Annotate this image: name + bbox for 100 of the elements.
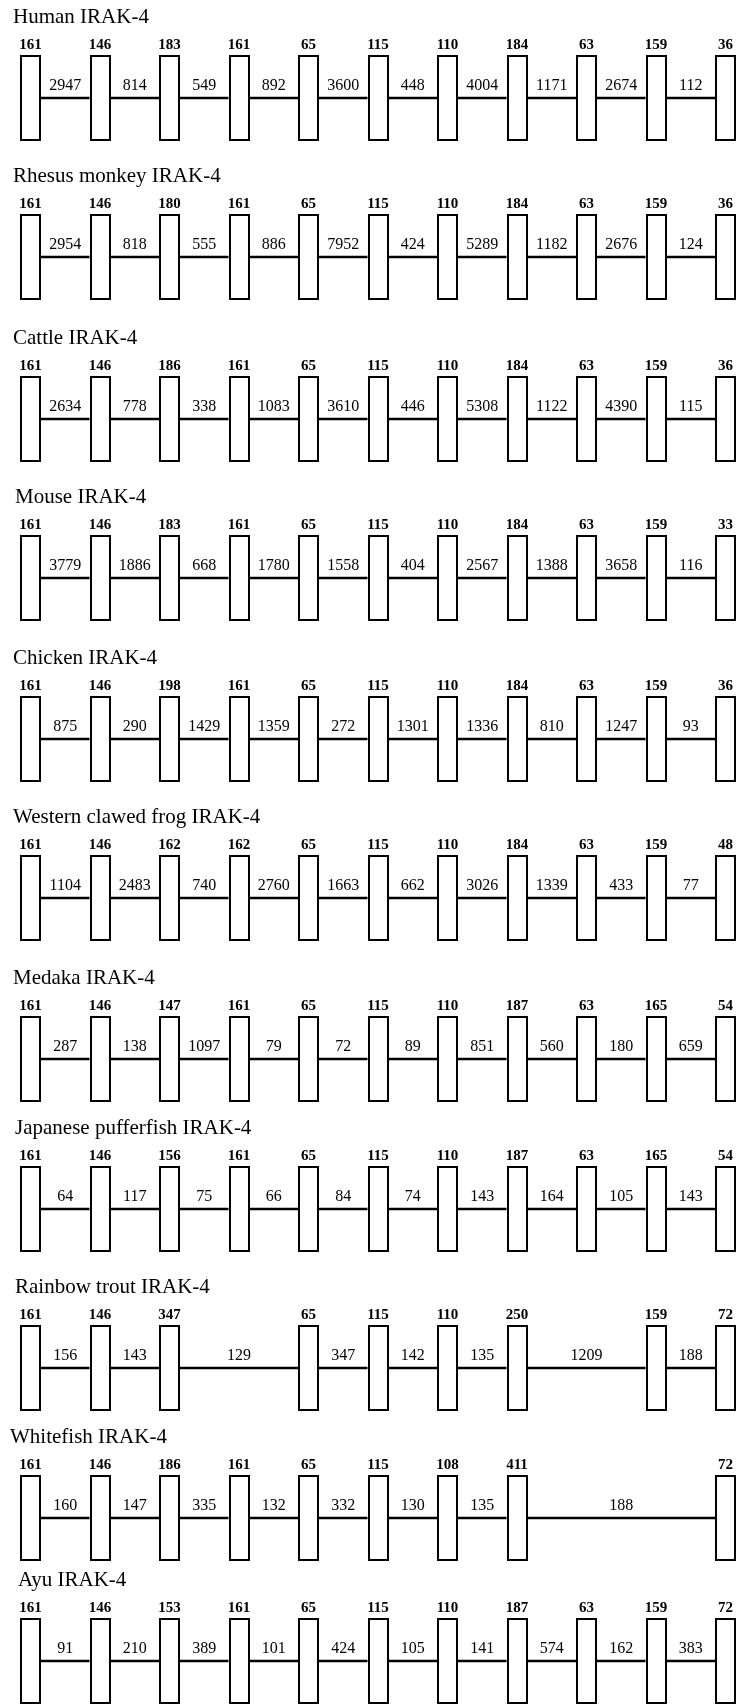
intron-line: [527, 1659, 576, 1663]
exon-length: 184: [504, 195, 530, 211]
gene-title: Human IRAK-4: [13, 4, 149, 28]
intron-line: [527, 255, 576, 259]
exon-box: [437, 1166, 458, 1252]
exon-box: [298, 376, 319, 462]
exon-box: [367, 696, 389, 782]
intron-line: [597, 896, 646, 900]
exon-length: 115: [366, 516, 390, 532]
intron-line: [110, 737, 159, 741]
exon-length: 65: [300, 36, 317, 52]
exon-length: 115: [366, 836, 390, 852]
exon-length: 161: [226, 1147, 252, 1163]
intron-line: [666, 417, 715, 421]
intron-line: [666, 255, 715, 259]
exon-box: [228, 1016, 250, 1102]
intron-line: [319, 96, 368, 100]
exon-box: [506, 376, 528, 462]
exon-length: 159: [643, 1599, 669, 1615]
intron-line: [388, 1057, 437, 1061]
intron-line: [597, 96, 646, 100]
exon-length: 65: [300, 516, 317, 532]
exon-box: [228, 214, 250, 300]
intron-line: [180, 1516, 229, 1520]
exon-length: 110: [435, 836, 460, 852]
exon-box: [298, 855, 319, 941]
exon-box: [159, 535, 180, 621]
gene-title: Cattle IRAK-4: [13, 325, 138, 349]
gene-title: Rhesus monkey IRAK-4: [13, 163, 221, 187]
exon-box: [298, 535, 319, 621]
intron-line: [597, 576, 646, 580]
gene-title: Mouse IRAK-4: [15, 484, 147, 508]
exon-box: [437, 696, 458, 782]
intron-line: [41, 1366, 90, 1370]
exon-box: [715, 855, 736, 941]
exon-length: 110: [435, 677, 460, 693]
intron-line: [666, 1659, 715, 1663]
exon-length: 161: [18, 677, 43, 693]
exon-box: [645, 1166, 667, 1252]
exon-length: 110: [435, 36, 460, 52]
exon-length: 65: [300, 1456, 317, 1472]
exon-length: 63: [578, 36, 595, 52]
exon-box: [367, 1166, 389, 1252]
exon-length: 162: [226, 836, 252, 852]
exon-box: [367, 1016, 389, 1102]
exon-length: 115: [366, 1147, 390, 1163]
intron-line: [458, 576, 507, 580]
exon-length: 161: [18, 36, 43, 52]
exon-length: 63: [578, 836, 595, 852]
intron-line: [110, 96, 159, 100]
intron-line: [666, 576, 715, 580]
intron-line: [41, 96, 90, 100]
exon-box: [645, 855, 667, 941]
exon-box: [89, 696, 111, 782]
gene-title: Western clawed frog IRAK-4: [13, 804, 261, 828]
exon-length: 347: [157, 1306, 182, 1322]
intron-line: [597, 255, 646, 259]
intron-line: [458, 1516, 507, 1520]
exon-length: 161: [226, 357, 252, 373]
exon-length: 161: [226, 997, 252, 1013]
exon-box: [89, 55, 111, 141]
intron-line: [527, 96, 576, 100]
exon-box: [298, 1475, 319, 1561]
exon-length: 115: [366, 195, 390, 211]
exon-box: [228, 1166, 250, 1252]
intron-line: [41, 737, 90, 741]
exon-box: [715, 1016, 736, 1102]
exon-box: [576, 535, 597, 621]
exon-length: 153: [157, 1599, 182, 1615]
intron-line: [110, 1207, 159, 1211]
exon-box: [506, 1016, 528, 1102]
exon-length: 146: [87, 195, 113, 211]
intron-line: [110, 417, 159, 421]
exon-box: [437, 214, 458, 300]
intron-line: [249, 96, 298, 100]
exon-length: 115: [366, 1306, 390, 1322]
exon-length: 161: [18, 836, 43, 852]
exon-box: [437, 535, 458, 621]
intron-line: [180, 737, 229, 741]
exon-box: [715, 1475, 736, 1561]
exon-length: 65: [300, 357, 317, 373]
exon-length: 159: [643, 836, 669, 852]
exon-box: [159, 696, 180, 782]
exon-length: 33: [717, 516, 734, 532]
exon-box: [576, 214, 597, 300]
exon-box: [20, 1325, 41, 1411]
exon-box: [89, 1618, 111, 1704]
intron-line: [180, 896, 229, 900]
intron-line: [527, 896, 576, 900]
exon-length: 115: [366, 1599, 390, 1615]
exon-length: 146: [87, 1147, 113, 1163]
exon-box: [367, 1475, 389, 1561]
exon-length: 110: [435, 1147, 460, 1163]
exon-length: 183: [157, 36, 182, 52]
exon-length: 72: [717, 1456, 734, 1472]
exon-box: [576, 55, 597, 141]
exon-length: 63: [578, 1599, 595, 1615]
exon-box: [298, 1016, 319, 1102]
exon-box: [228, 55, 250, 141]
exon-box: [228, 535, 250, 621]
